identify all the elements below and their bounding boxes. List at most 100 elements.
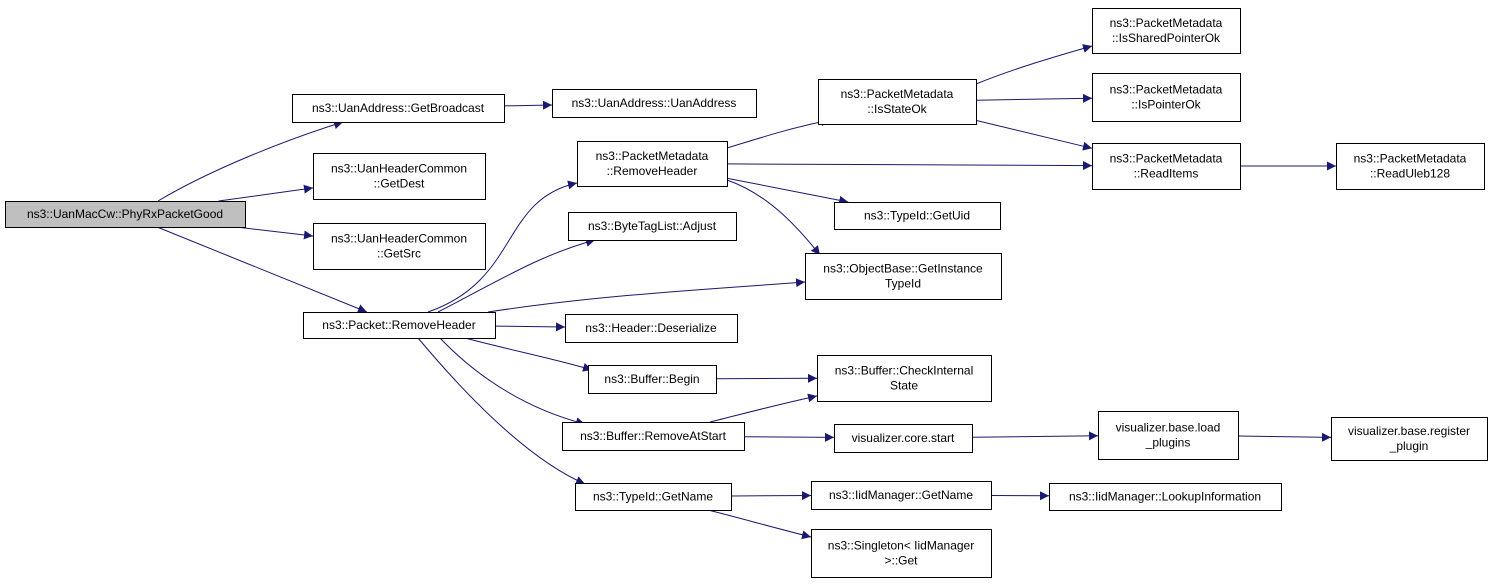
node-box [811,481,992,510]
node-box [817,355,992,402]
node-typeid_getname[interactable]: ns3::TypeId::GetName [575,483,732,511]
node-box [313,223,486,270]
edge-getbroadcast-to-uanaddress [503,100,553,110]
node-box [303,312,496,339]
node-label-line: ns3::UanHeaderCommon [331,162,467,176]
node-box [818,79,977,125]
node-box [805,253,1002,300]
edge-pm_removeheader-to-objectbase_getinstance [726,179,821,256]
node-box [313,153,486,200]
node-pm_issharedpointerok[interactable]: ns3::PacketMetadata::IsSharedPointerOk [1092,8,1241,54]
node-box [811,529,992,578]
node-label-line: TypeId [885,277,921,291]
node-label-line: ::IsPointerOk [1131,98,1201,112]
node-label-line: ns3::ObjectBase::GetInstance [823,262,983,276]
node-label-line: ::IsStateOk [867,102,927,116]
edge-pm_isstateok-to-pm_ispointerok [975,93,1093,103]
node-label-line: ns3::Buffer::CheckInternal [835,364,974,378]
node-getbroadcast[interactable]: ns3::UanAddress::GetBroadcast [292,94,505,123]
node-vis_register_plugin[interactable]: visualizer.base.register_plugin [1331,417,1488,461]
node-label-line: ::GetDest [374,177,425,191]
node-box [1092,143,1241,190]
node-pkt_removeheader[interactable]: ns3::Packet::RemoveHeader [303,312,496,339]
node-singleton_get[interactable]: ns3::Singleton< IidManager>::Get [811,529,992,578]
node-box [577,141,728,187]
edge-pkt_removeheader-to-typeid_getname [417,337,586,485]
node-label-line: ns3::Buffer::Begin [604,372,699,386]
node-label-line: ns3::UanAddress::UanAddress [572,96,737,110]
node-label-line: ns3::IidManager::LookupInformation [1069,490,1261,504]
node-label-line: ns3::UanAddress::GetBroadcast [312,101,485,115]
node-box [575,483,732,511]
node-box [562,422,745,451]
node-getsrc[interactable]: ns3::UanHeaderCommon::GetSrc [313,223,486,270]
node-typeid_getuid[interactable]: ns3::TypeId::GetUid [834,202,1001,230]
node-label-line: ns3::UanHeaderCommon [331,232,467,246]
node-label-line: ns3::TypeId::GetUid [864,209,970,223]
node-label-line: ns3::PacketMetadata [1110,16,1223,30]
node-box [1049,483,1282,511]
node-label-line: >::Get [884,554,918,568]
function-nodes: ns3::UanMacCw::PhyRxPacketGoodns3::UanAd… [5,8,1488,578]
node-label-line: ns3::PacketMetadata [1110,152,1223,166]
edge-pm_isstateok-to-pm_readitems [975,119,1093,151]
node-label-line: ns3::IidManager::GetName [829,488,973,502]
edge-vis_load_plugins-to-vis_register_plugin [1237,432,1332,442]
edge-phyrx-to-pkt_removeheader [156,226,368,313]
edge-phyrx-to-getsrc [236,226,314,240]
call-edges [156,44,1336,540]
node-pm_isstateok[interactable]: ns3::PacketMetadata::IsStateOk [818,79,977,125]
edge-pm_removeheader-to-typeid_getuid [726,177,849,205]
edge-buffer_removeatstart-to-buffer_checkinternal [709,393,818,423]
node-box [552,89,757,118]
node-bytetag_adjust[interactable]: ns3::ByteTagList::Adjust [568,212,737,241]
node-label-line: ::RemoveHeader [607,164,698,178]
node-box [5,201,246,228]
node-label-line: visualizer.base.load [1116,421,1221,435]
node-header_deserialize[interactable]: ns3::Header::Deserialize [565,314,738,343]
edge-pkt_removeheader-to-buffer_begin [464,337,593,372]
edge-pkt_removeheader-to-bytetag_adjust [437,238,596,313]
node-label-line: ns3::Packet::RemoveHeader [322,318,475,332]
node-label-line: State [890,379,918,393]
node-label-line: ns3::PacketMetadata [596,149,709,163]
node-vis_load_plugins[interactable]: visualizer.base.load_plugins [1098,411,1239,460]
node-iidmanager_getname[interactable]: ns3::IidManager::GetName [811,481,992,510]
node-label-line: ns3::PacketMetadata [1110,83,1223,97]
edge-pm_isstateok-to-pm_issharedpointerok [975,44,1093,85]
edge-vis_core_start-to-vis_load_plugins [971,431,1099,441]
edge-typeid_getname-to-singleton_get [707,509,812,540]
edge-pkt_removeheader-to-objectbase_getinstance [487,278,806,313]
node-getdest[interactable]: ns3::UanHeaderCommon::GetDest [313,153,486,200]
node-vis_core_start[interactable]: visualizer.core.start [834,424,973,453]
node-box [834,424,973,453]
node-uanaddress[interactable]: ns3::UanAddress::UanAddress [552,89,757,118]
edge-phyrx-to-getdest [218,184,314,202]
node-label-line: visualizer.core.start [852,431,955,445]
node-box [292,94,505,123]
node-label-line: ns3::TypeId::GetName [593,490,713,504]
node-label-line: ns3::PacketMetadata [1354,152,1467,166]
node-pm_removeheader[interactable]: ns3::PacketMetadata::RemoveHeader [577,141,728,187]
node-buffer_begin[interactable]: ns3::Buffer::Begin [588,365,717,394]
node-label-line: ::ReadItems [1134,167,1199,181]
node-box [568,212,737,241]
node-box [565,314,738,343]
node-box [1098,411,1239,460]
node-pm_readuleb[interactable]: ns3::PacketMetadata::ReadUleb128 [1336,143,1485,190]
node-label-line: ns3::Singleton< IidManager [828,539,974,553]
node-label-line: ::IsSharedPointerOk [1112,31,1221,45]
node-pm_ispointerok[interactable]: ns3::PacketMetadata::IsPointerOk [1092,73,1241,122]
edge-pkt_removeheader-to-pm_removeheader [427,180,578,313]
edge-pm_removeheader-to-pm_isstateok [726,117,831,149]
node-iidmanager_lookup[interactable]: ns3::IidManager::LookupInformation [1049,483,1282,511]
node-pm_readitems[interactable]: ns3::PacketMetadata::ReadItems [1092,143,1241,190]
node-buffer_removeatstart[interactable]: ns3::Buffer::RemoveAtStart [562,422,745,451]
node-box [1092,73,1241,122]
node-box [1331,417,1488,461]
node-label-line: ns3::Buffer::RemoveAtStart [580,429,727,443]
node-label-line: ::ReadUleb128 [1370,167,1450,181]
